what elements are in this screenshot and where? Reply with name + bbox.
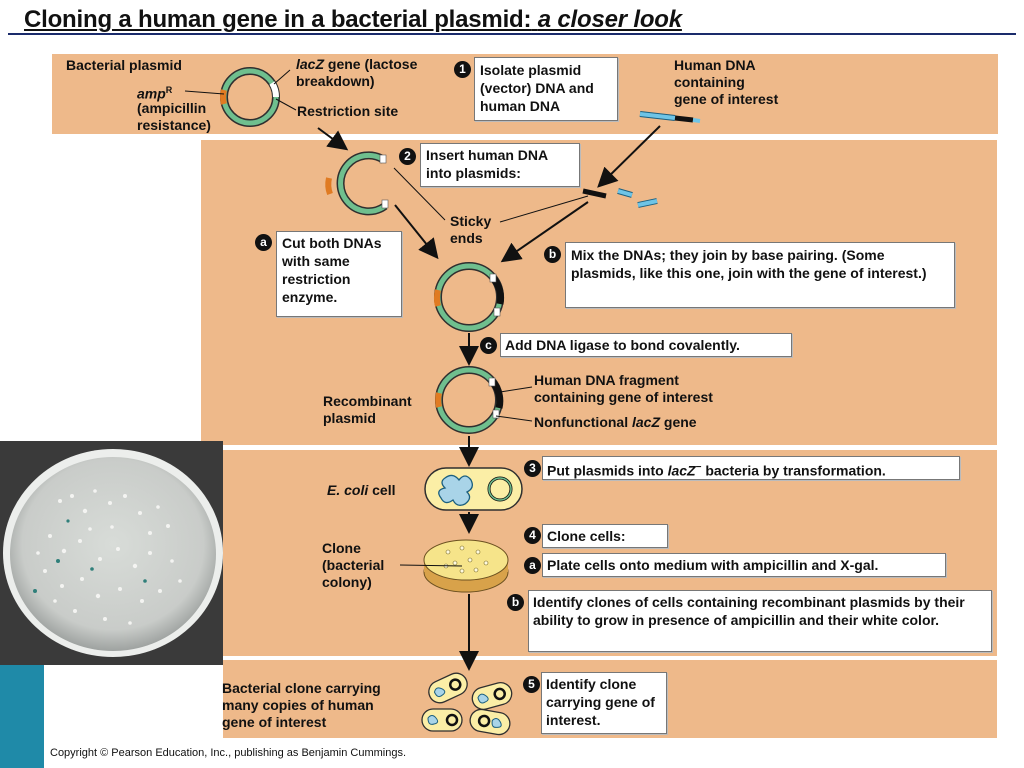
petri-plate-icon (423, 539, 509, 593)
step-2b-text: Mix the DNAs; they join by base pairing.… (571, 247, 927, 281)
step-4a-box: Plate cells onto medium with ampicillin … (542, 553, 946, 577)
copyright-notice: Copyright © Pearson Education, Inc., pub… (50, 747, 407, 759)
petri-dish-photo (0, 441, 223, 665)
step-2a-text: Cut both DNAs with same restriction enzy… (282, 235, 382, 305)
bacterial-plasmid-icon (220, 67, 280, 127)
step-marker-2a: a (255, 234, 272, 251)
mixed-plasmid-icon (433, 262, 505, 332)
step-3-box: Put plasmids into lacZ− bacteria by tran… (542, 456, 960, 480)
step-marker-4: 4 (524, 527, 541, 544)
label-bacterial-plasmid: Bacterial plasmid (66, 57, 182, 73)
side-accent-stripe (0, 665, 44, 768)
step-5-text: Identify clone carrying gene of interest… (546, 676, 655, 728)
step-3-text: Put plasmids into lacZ− bacteria by tran… (547, 462, 886, 479)
step-4-box: Clone cells: (542, 524, 668, 548)
step-2-text: Insert human DNA into plasmids: (426, 147, 548, 181)
step-marker-3: 3 (524, 460, 541, 477)
step-4b-text: Identify clones of cells containing reco… (533, 594, 965, 628)
page-title: Cloning a human gene in a bacterial plas… (24, 6, 682, 33)
step-4b-box: Identify clones of cells containing reco… (528, 590, 992, 652)
step-marker-2: 2 (399, 148, 416, 165)
title-underline (8, 33, 1016, 35)
step-5-box: Identify clone carrying gene of interest… (541, 672, 667, 734)
recombinant-plasmid-icon (435, 366, 504, 434)
step-4a-text: Plate cells onto medium with ampicillin … (547, 557, 879, 573)
ecoli-cell-icon (424, 467, 523, 511)
step-marker-4a: a (524, 557, 541, 574)
human-dna-strand-icon (639, 111, 701, 123)
step-4-text: Clone cells: (547, 528, 626, 544)
restriction-leader (275, 98, 297, 111)
step-marker-1: 1 (454, 61, 471, 78)
step-2-box: Insert human DNA into plasmids: (420, 143, 580, 187)
step-marker-2c: c (480, 337, 497, 354)
step-2c-text: Add DNA ligase to bond covalently. (505, 337, 740, 353)
lacz-leader (273, 69, 291, 85)
cut-human-dna-icon (582, 188, 658, 208)
cut-plasmid-icon (325, 151, 389, 216)
step-marker-2b: b (544, 246, 561, 263)
label-nonfunctional-lacz: Nonfunctional lacZ gene (534, 414, 697, 430)
step-marker-5: 5 (523, 676, 540, 693)
amp-r-leader (184, 90, 225, 95)
label-restriction-site: Restriction site (297, 103, 399, 119)
step-2b-box: Mix the DNAs; they join by base pairing.… (565, 242, 955, 308)
step-2c-box: Add DNA ligase to bond covalently. (500, 333, 792, 357)
bacterial-clone-cells-icon (421, 672, 513, 736)
label-amp-r: ampR (137, 85, 173, 102)
step-1-text: Isolate plasmid (vector) DNA and human D… (480, 62, 594, 114)
step-2a-box: Cut both DNAs with same restriction enzy… (276, 231, 402, 317)
step-1-box: Isolate plasmid (vector) DNA and human D… (474, 57, 618, 121)
label-ecoli-cell: E. coli cell (327, 482, 396, 498)
step-marker-4b: b (507, 594, 524, 611)
